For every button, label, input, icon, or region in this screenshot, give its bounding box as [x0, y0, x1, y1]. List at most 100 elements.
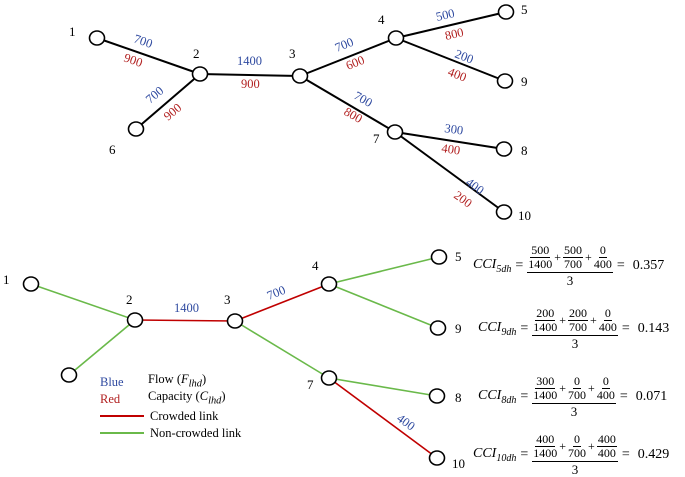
top-node-label-5: 5 — [521, 2, 528, 17]
bottom-node-label-9: 9 — [455, 321, 462, 336]
flow-label-4-5: 500 — [435, 6, 456, 24]
formula-result: 0.357 — [632, 258, 665, 273]
bottom-node-label-7: 7 — [307, 377, 314, 392]
flow-label-6-2: 700 — [143, 84, 166, 107]
flow-label-4-9: 200 — [453, 47, 476, 67]
top-node-6 — [127, 121, 145, 137]
bottom-node-2 — [126, 312, 144, 328]
capacity-label-1-2: 900 — [122, 51, 144, 70]
bottom-link-1-2 — [30, 283, 136, 321]
bottom-node-7 — [320, 370, 338, 386]
bottom-node-6 — [60, 367, 78, 383]
formula-lhs: CCI9dh — [478, 320, 517, 338]
top-link-2-3 — [199, 73, 301, 77]
top-node-4 — [387, 30, 405, 46]
top-link-7-8 — [394, 131, 505, 150]
top-link-3-7 — [299, 75, 396, 133]
legend-non-crowded-line — [100, 431, 144, 434]
top-node-5 — [497, 4, 515, 20]
bottom-flow-label-3-4: 700 — [265, 283, 288, 303]
top-link-3-4 — [299, 37, 397, 77]
legend-flow-text: Flow (Flhd) — [148, 371, 207, 390]
bottom-node-8 — [428, 388, 446, 404]
bottom-node-1 — [22, 276, 40, 292]
bottom-node-label-8: 8 — [455, 390, 462, 405]
formula-lhs: CCI8dh — [478, 388, 517, 406]
bottom-node-label-3: 3 — [224, 292, 231, 307]
capacity-label-7-8: 400 — [441, 141, 462, 157]
formula-result: 0.143 — [637, 321, 670, 336]
bottom-node-10 — [428, 450, 446, 466]
bottom-node-label-4: 4 — [312, 258, 319, 273]
bottom-link-3-4 — [234, 283, 330, 322]
bottom-node-3 — [226, 313, 244, 329]
legend-non-crowded-text: Non-crowded link — [150, 425, 242, 440]
legend-non-crowded: Non-crowded link — [100, 424, 241, 441]
capacity-label-2-3: 900 — [241, 77, 260, 91]
legend-flow: Blue Flow (Flhd) — [100, 371, 241, 390]
legend-crowded-line — [100, 414, 144, 417]
bottom-node-label-5: 5 — [455, 249, 462, 264]
capacity-label-4-5: 800 — [444, 25, 465, 43]
top-node-label-1: 1 — [69, 24, 76, 39]
bottom-node-4 — [320, 276, 338, 292]
top-node-label-7: 7 — [373, 131, 380, 146]
top-node-9 — [496, 73, 514, 89]
top-link-4-9 — [395, 37, 506, 82]
bottom-link-7-10 — [328, 377, 438, 459]
flow-label-1-2: 700 — [132, 32, 154, 51]
legend-capacity: Red Capacity (Clhd) — [100, 388, 241, 407]
top-node-1 — [88, 30, 106, 46]
top-node-8 — [495, 141, 513, 157]
bottom-flow-label-7-10: 400 — [394, 411, 417, 433]
bottom-link-2-3 — [134, 319, 236, 322]
top-link-7-10 — [394, 131, 505, 213]
top-node-label-8: 8 — [521, 143, 528, 158]
bottom-node-9 — [429, 320, 447, 336]
top-node-label-3: 3 — [289, 46, 296, 61]
top-capacity-labels: 900 900 900 600 800 400 800 400 200 — [122, 25, 475, 210]
legend-capacity-text: Capacity (Clhd) — [148, 388, 226, 407]
bottom-nodes — [22, 249, 448, 466]
top-node-10 — [495, 204, 513, 220]
top-link-6-2 — [135, 73, 201, 130]
top-nodes — [88, 4, 515, 220]
top-flow-labels: 700 700 1400 700 500 200 700 300 400 — [132, 6, 487, 197]
bottom-link-3-7 — [234, 320, 330, 379]
formula-result: 0.429 — [637, 447, 670, 462]
bottom-flow-label-2-3: 1400 — [174, 301, 199, 315]
top-node-label-6: 6 — [109, 142, 116, 157]
bottom-node-label-2: 2 — [126, 292, 133, 307]
top-node-label-10: 10 — [518, 208, 531, 223]
formula-lhs: CCI5dh — [473, 257, 512, 275]
legend-blue-key: Blue — [100, 374, 124, 389]
top-node-labels: 1 2 3 4 5 9 6 7 8 10 — [69, 2, 531, 223]
flow-label-2-3: 1400 — [237, 54, 262, 68]
formula-result: 0.071 — [635, 389, 668, 404]
bottom-link-4-9 — [328, 283, 439, 329]
legend-crowded: Crowded link — [100, 407, 241, 424]
capacity-label-4-9: 400 — [446, 65, 469, 85]
legend-crowded-text: Crowded link — [150, 408, 219, 423]
top-node-3 — [291, 68, 309, 84]
capacity-label-3-7: 800 — [342, 104, 365, 125]
flow-label-3-7: 700 — [352, 88, 375, 109]
bottom-node-label-10: 10 — [452, 456, 465, 471]
bottom-link-6-2 — [68, 319, 136, 376]
top-links — [96, 11, 507, 213]
legend-red-key: Red — [100, 391, 121, 406]
bottom-link-4-5 — [328, 256, 440, 285]
top-link-1-2 — [96, 37, 201, 75]
bottom-node-label-1: 1 — [3, 272, 10, 287]
top-node-7 — [386, 124, 404, 140]
top-node-2 — [191, 66, 209, 82]
capacity-label-3-4: 600 — [344, 53, 367, 73]
